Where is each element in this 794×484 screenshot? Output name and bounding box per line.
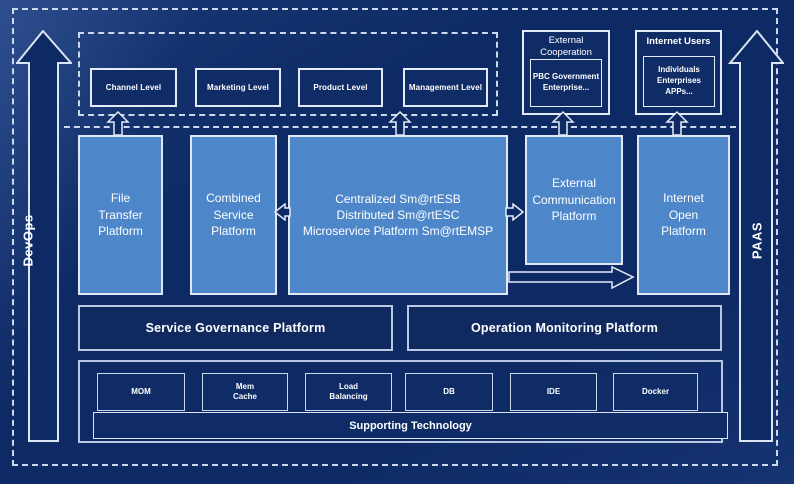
operation-monitoring-platform-box: Operation Monitoring Platform (407, 305, 722, 351)
devops-label: DevOps (20, 214, 36, 267)
management-level-label: Management Level (408, 83, 483, 92)
external-cooperation-members-box: PBC Government Enterprise... (530, 59, 602, 107)
devops-up-arrow (16, 30, 72, 442)
internet-open-platform-box: Internet Open Platform (637, 135, 730, 295)
tech-box-mem-cache: Mem Cache (202, 373, 288, 411)
supporting-technology-group (78, 360, 723, 443)
tech-label-ide: IDE (546, 386, 561, 396)
combined-service-platform-label: Combined Service Platform (206, 191, 261, 239)
tech-box-db: DB (405, 373, 493, 411)
external-cooperation-box: External Cooperation PBC Government Ente… (522, 30, 610, 115)
tech-label-db: DB (443, 386, 455, 396)
tech-box-load-balancing: Load Balancing (305, 373, 392, 411)
flow-arrow-esb-to-internet-open (508, 265, 635, 290)
up-arrow-file-transfer (106, 111, 130, 136)
marketing-level-box: Marketing Level (195, 68, 281, 107)
external-cooperation-members: PBC Government Enterprise... (532, 72, 600, 92)
marketing-level-label: Marketing Level (207, 83, 269, 92)
supporting-technology-label: Supporting Technology (349, 419, 472, 432)
channel-level-box: Channel Level (90, 68, 177, 107)
tech-box-docker: Docker (613, 373, 698, 411)
external-communication-platform-box: External Communication Platform (525, 135, 623, 265)
combined-service-platform-box: Combined Service Platform (190, 135, 277, 295)
operation-monitoring-platform-label: Operation Monitoring Platform (470, 321, 659, 335)
internet-users-members-box: Individuals Enterprises APPs... (643, 56, 715, 107)
paas-up-arrow (728, 30, 784, 442)
up-arrow-external-communication (551, 111, 575, 136)
tech-label-mem-cache: Mem Cache (232, 381, 257, 401)
paas-label: PAAS (749, 221, 765, 260)
product-level-label: Product Level (313, 83, 368, 92)
channel-level-label: Channel Level (105, 83, 162, 92)
service-governance-platform-label: Service Governance Platform (145, 321, 326, 335)
up-arrow-internet-open (665, 111, 689, 136)
internet-users-members: Individuals Enterprises APPs... (656, 65, 702, 96)
management-level-box: Management Level (403, 68, 488, 107)
internet-users-box: Internet Users Individuals Enterprises A… (635, 30, 722, 115)
tech-box-ide: IDE (510, 373, 597, 411)
tech-label-load-balancing: Load Balancing (329, 381, 368, 401)
flow-arrow-left-esb-to-combined (274, 203, 291, 221)
levels-dashed-group (78, 32, 498, 116)
product-level-box: Product Level (298, 68, 383, 107)
service-governance-platform-box: Service Governance Platform (78, 305, 393, 351)
file-transfer-platform-box: File Transfer Platform (78, 135, 163, 295)
external-cooperation-title: External Cooperation (540, 35, 592, 58)
external-communication-platform-label: External Communication Platform (532, 176, 616, 224)
file-transfer-platform-label: File Transfer Platform (98, 191, 143, 239)
tech-label-docker: Docker (641, 386, 670, 396)
flow-arrow-right-esb-to-external-communication (505, 203, 524, 221)
esb-platform-label: Centralized Sm@rtESB Distributed Sm@rtES… (302, 191, 494, 239)
internet-open-platform-label: Internet Open Platform (661, 191, 706, 239)
outer-dashed-frame (12, 8, 778, 466)
internet-users-title: Internet Users (646, 36, 711, 47)
supporting-technology-bar: Supporting Technology (93, 412, 728, 439)
tech-label-mom: MOM (131, 386, 151, 396)
tech-box-mom: MOM (97, 373, 185, 411)
esb-platform-box: Centralized Sm@rtESB Distributed Sm@rtES… (288, 135, 508, 295)
up-arrow-esb (388, 111, 412, 136)
